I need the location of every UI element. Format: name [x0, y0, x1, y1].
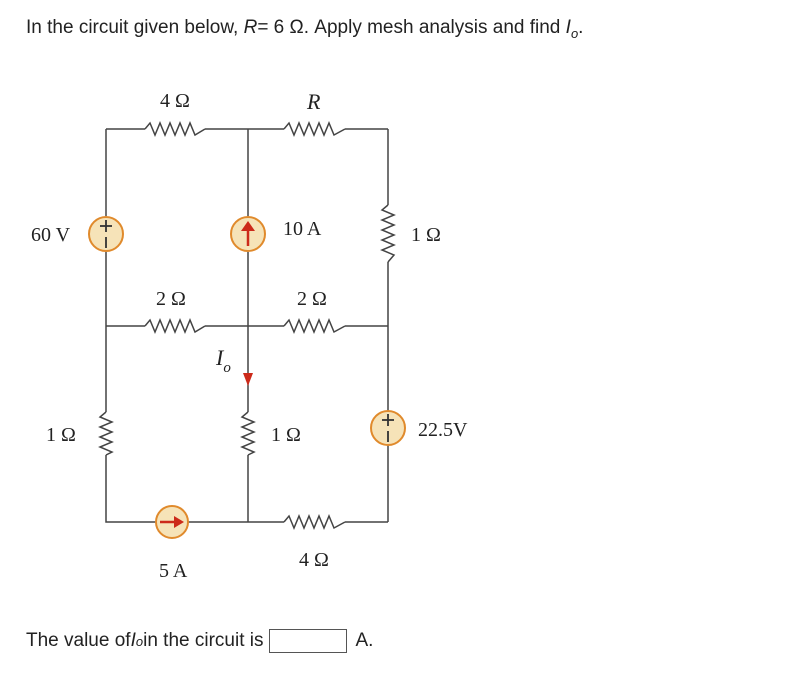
label-io: Io — [215, 345, 231, 376]
current-source-5a — [155, 505, 189, 539]
label-res-mid-right: 2 Ω — [297, 288, 327, 310]
resistor-right-top — [380, 204, 396, 263]
voltage-source-60v — [88, 216, 124, 252]
label-res-top-left: 4 Ω — [160, 90, 190, 112]
answer-input[interactable] — [269, 629, 348, 653]
current-source-10a — [230, 216, 266, 252]
io-symbol: I — [565, 17, 571, 38]
label-res-bottom-right: 4 Ω — [299, 549, 329, 571]
resistor-top-left — [144, 121, 206, 137]
wires — [105, 128, 389, 523]
resistor-bottom-right — [283, 514, 346, 530]
label-res-center-bottom: 1 Ω — [271, 424, 301, 446]
resistor-left-bottom — [98, 411, 114, 456]
label-vsrc-left: 60 V — [31, 224, 71, 246]
voltage-source-22v — [370, 410, 406, 446]
r-symbol: R — [243, 17, 258, 38]
label-res-left-bottom: 1 Ω — [46, 424, 76, 446]
io-subscript: o — [570, 25, 579, 41]
question-text: In the circuit given below, R= 6 Ω. Appl… — [26, 17, 583, 41]
label-vsrc-right: 22.5V — [418, 419, 468, 441]
answer-prefix: The value of — [26, 630, 131, 651]
answer-unit: A. — [355, 630, 374, 651]
r-value: = 6 Ω. Apply mesh analysis and find — [257, 17, 566, 38]
resistor-mid-right — [283, 318, 346, 334]
label-isrc-mid: 10 A — [283, 218, 322, 240]
label-res-top-right: R — [306, 89, 321, 114]
label-isrc-bottom: 5 A — [159, 560, 188, 582]
io-arrow-icon — [243, 373, 253, 386]
resistor-top-right — [283, 121, 346, 137]
answer-middle: in the circuit is — [143, 630, 264, 651]
question-suffix: . — [578, 17, 584, 38]
answer-io-symbol: I — [130, 630, 136, 651]
resistor-mid-left — [144, 318, 206, 334]
label-res-right-top: 1 Ω — [411, 224, 441, 246]
answer-io-subscript: o — [135, 633, 144, 649]
label-res-mid-left: 2 Ω — [156, 288, 186, 310]
question-prefix: In the circuit given below, — [26, 17, 244, 38]
resistor-center-bottom — [240, 411, 256, 456]
